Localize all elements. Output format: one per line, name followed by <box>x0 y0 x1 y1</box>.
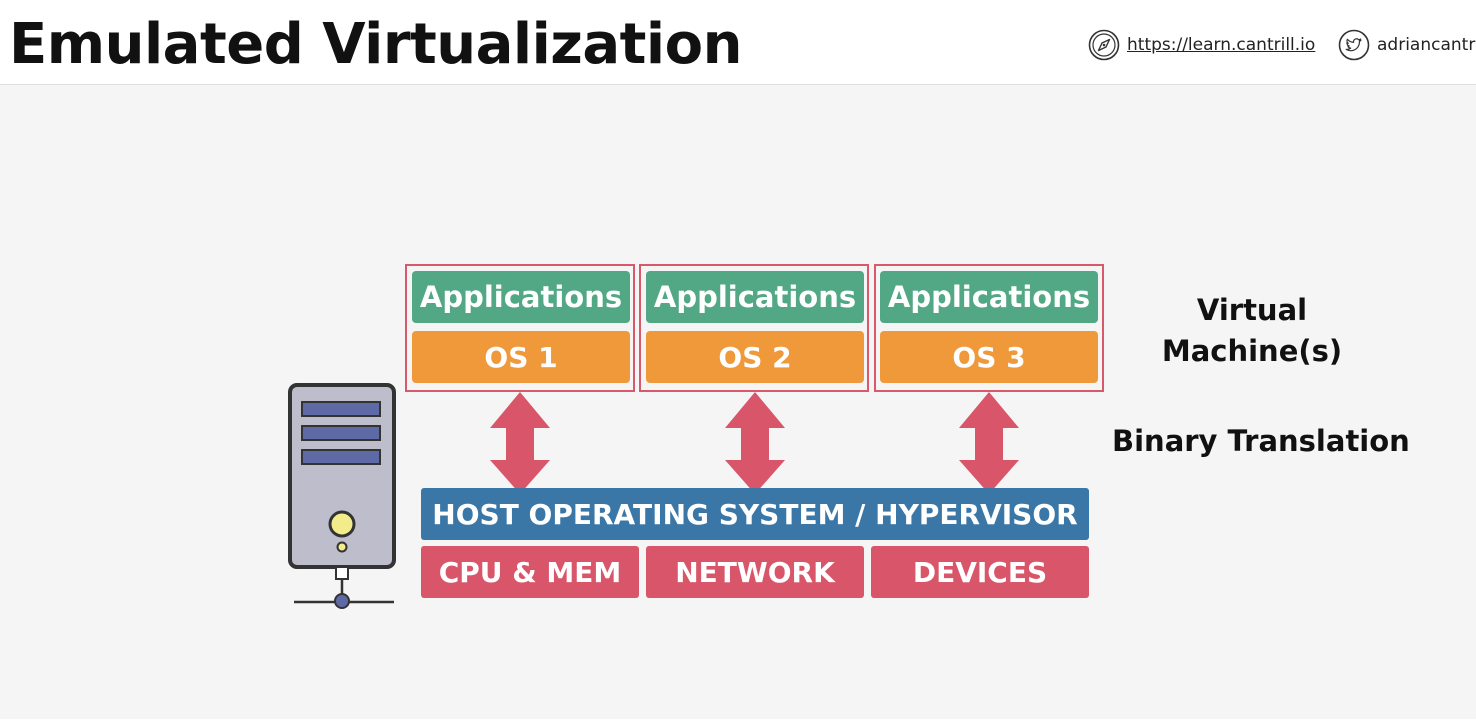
resource-network: NETWORK <box>646 546 864 598</box>
binary-translation-label: Binary Translation <box>1112 424 1410 458</box>
page-title: Emulated Virtualization <box>9 12 742 77</box>
host-os-hypervisor: HOST OPERATING SYSTEM / HYPERVISOR <box>421 488 1089 540</box>
resource-devices: DEVICES <box>871 546 1089 598</box>
twitter-link[interactable]: adriancantri <box>1338 29 1476 61</box>
binary-translation-arrow-1 <box>490 392 550 494</box>
slide-header: Emulated Virtualization https://learn.ca… <box>0 4 1476 85</box>
server-tower-icon <box>288 383 396 609</box>
vm-1-os: OS 1 <box>412 331 630 383</box>
binary-translation-arrow-3 <box>959 392 1019 494</box>
vm-2-applications: Applications <box>646 271 864 323</box>
compass-icon <box>1088 29 1120 61</box>
vm-2-os: OS 2 <box>646 331 864 383</box>
vm-2-outline <box>639 264 869 392</box>
resource-cpu-mem: CPU & MEM <box>421 546 639 598</box>
twitter-icon <box>1338 29 1370 61</box>
bottom-strip <box>0 719 1476 722</box>
vm-3-applications: Applications <box>880 271 1098 323</box>
top-strip <box>0 0 1476 4</box>
twitter-handle[interactable]: adriancantri <box>1377 35 1476 55</box>
vm-3-os: OS 3 <box>880 331 1098 383</box>
vm-3-outline <box>874 264 1104 392</box>
vm-1-outline <box>405 264 635 392</box>
binary-translation-arrow-2 <box>725 392 785 494</box>
virtual-machines-label: Virtual Machine(s) <box>1161 293 1343 368</box>
website-link[interactable]: https://learn.cantrill.io <box>1088 29 1315 61</box>
website-url[interactable]: https://learn.cantrill.io <box>1127 35 1316 55</box>
vm-1-applications: Applications <box>412 271 630 323</box>
